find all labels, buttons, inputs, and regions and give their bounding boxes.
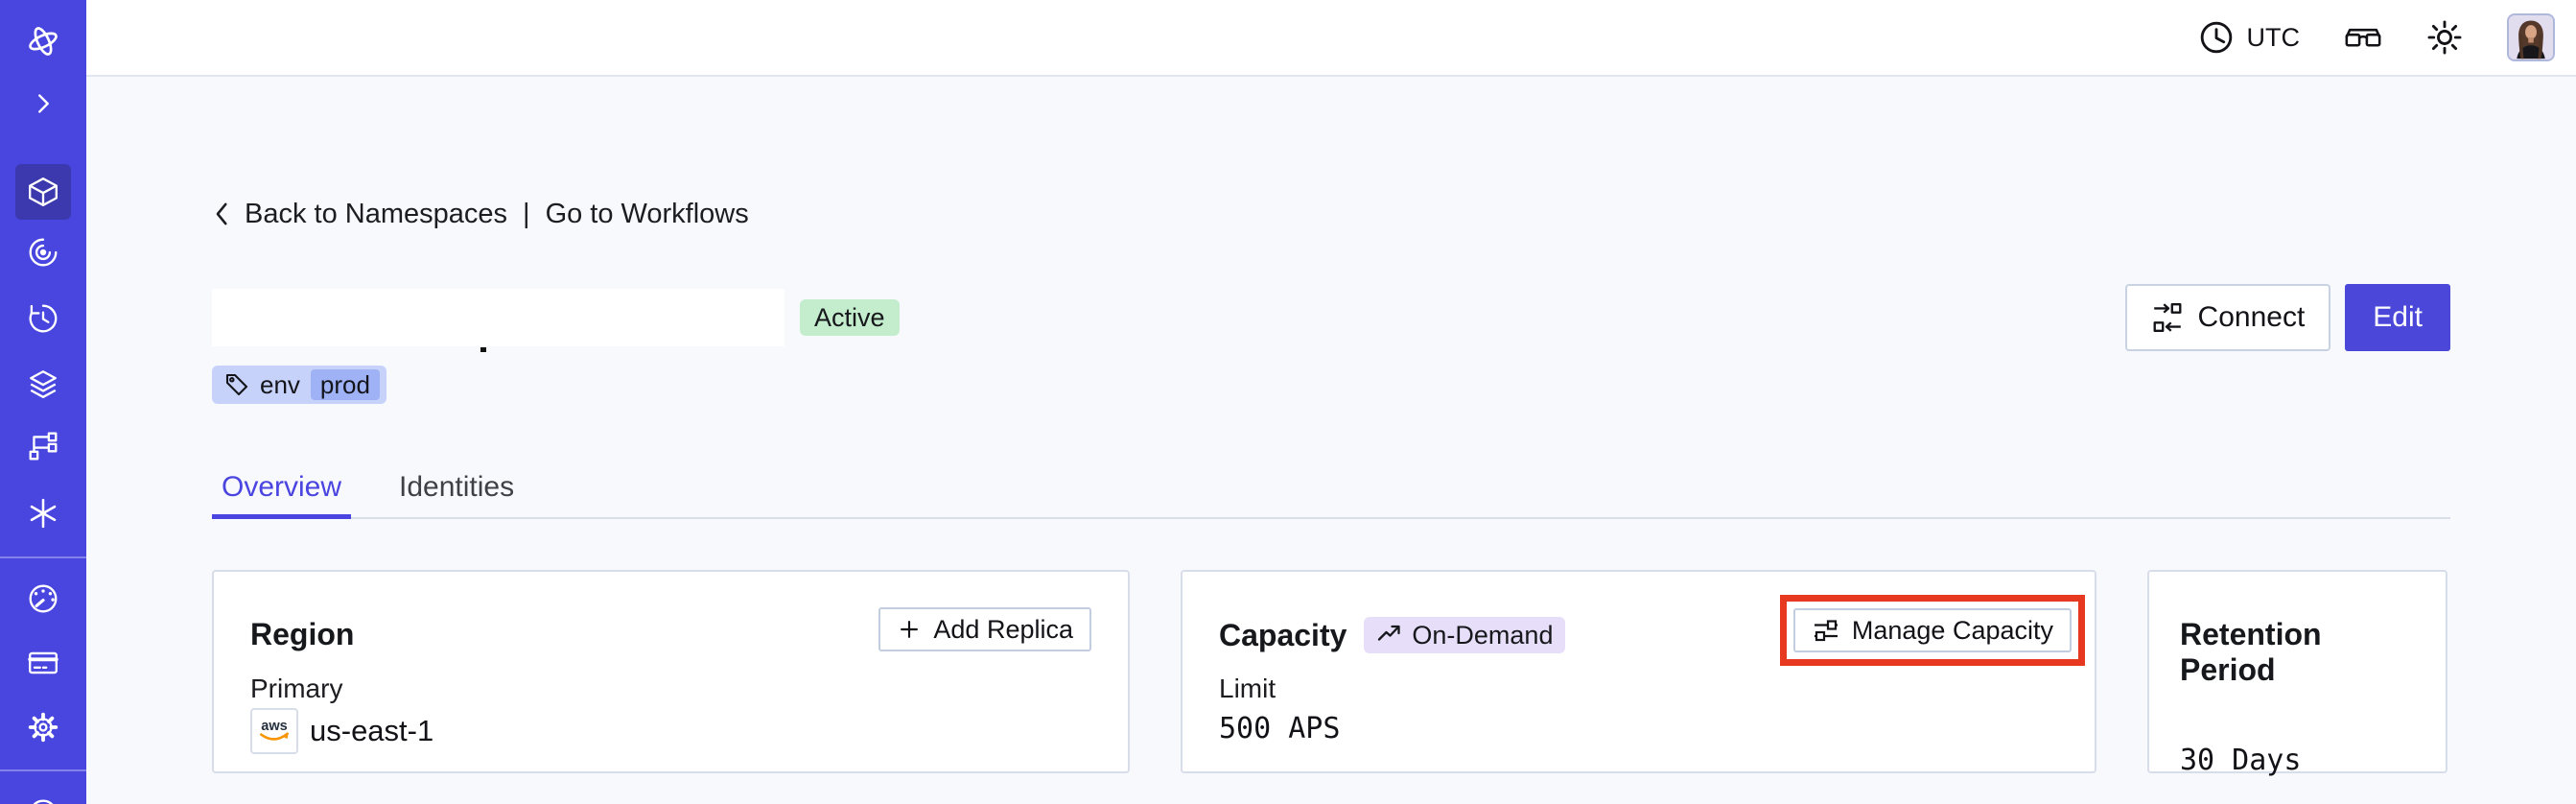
- capacity-card: Capacity On-Demand: [1181, 570, 2096, 773]
- capacity-value: 500 APS: [1219, 712, 1341, 745]
- sidebar-item-versioning[interactable]: [0, 419, 86, 473]
- avatar-photo: [2509, 15, 2553, 59]
- plus-icon: [901, 621, 919, 638]
- breadcrumb: Back to Namespaces | Go to Workflows: [212, 197, 2450, 231]
- main-content: Back to Namespaces | Go to Workflows Act…: [86, 79, 2576, 804]
- sidebar-divider: [0, 769, 86, 771]
- manage-capacity-label: Manage Capacity: [1851, 615, 2053, 645]
- gauge-usage-icon: [29, 584, 58, 613]
- asterisk-nexus-icon: [30, 498, 57, 529]
- status-badge: Active: [800, 299, 900, 336]
- temporal-logo-icon: [29, 27, 58, 56]
- timezone-label: UTC: [2246, 22, 2301, 52]
- trend-up-icon: [1378, 625, 1401, 641]
- theme-toggle-button[interactable]: [2426, 19, 2463, 56]
- namespace-header: Active Connect Edit: [212, 284, 2450, 352]
- tab-identities[interactable]: Identities: [399, 471, 515, 503]
- sidebar-item-usage[interactable]: [0, 572, 86, 626]
- env-tag: env prod: [212, 366, 386, 404]
- connect-flow-icon: [2153, 303, 2181, 332]
- sidebar-nav: [0, 0, 86, 804]
- sun-icon: [2427, 20, 2462, 55]
- manage-capacity-button[interactable]: Manage Capacity: [1792, 608, 2072, 652]
- add-replica-label: Add Replica: [933, 614, 1073, 644]
- branch-icon: [29, 432, 58, 461]
- billing-card-icon: [28, 651, 59, 674]
- capacity-field-label: Limit: [1219, 674, 1276, 703]
- ondemand-badge: On-Demand: [1364, 617, 1566, 653]
- tag-key: env: [260, 369, 300, 399]
- back-chevron-icon: [216, 202, 227, 225]
- region-card-title: Region: [250, 617, 355, 651]
- topbar: UTC: [86, 0, 2576, 77]
- connect-button[interactable]: Connect: [2124, 284, 2331, 351]
- sidebar-item-bottom[interactable]: [0, 787, 86, 804]
- breadcrumb-back-link[interactable]: Back to Namespaces: [245, 199, 508, 229]
- region-card: Region Add Replica Primary aws: [212, 570, 1130, 773]
- sidebar-item-nexus[interactable]: [0, 486, 86, 540]
- sidebar-divider: [0, 556, 86, 558]
- svg-text:aws: aws: [261, 719, 287, 734]
- layers-icon: [30, 370, 57, 398]
- breadcrumb-separator: |: [523, 199, 530, 229]
- clock-history-icon: [29, 304, 58, 333]
- user-avatar[interactable]: [2507, 13, 2555, 61]
- namespace-title-redacted: [212, 289, 785, 346]
- partial-circle-icon: [33, 799, 54, 804]
- edit-button[interactable]: Edit: [2345, 284, 2450, 351]
- region-field-label: Primary: [250, 674, 343, 703]
- aws-provider-badge: aws: [250, 708, 298, 754]
- aws-logo-icon: aws: [260, 719, 289, 741]
- timezone-button[interactable]: UTC: [2198, 19, 2301, 56]
- redaction-artifact-dot: [480, 347, 486, 352]
- ondemand-badge-label: On-Demand: [1412, 620, 1554, 650]
- sidebar-expand-button[interactable]: [0, 77, 86, 130]
- sidebar-item-schedules[interactable]: [0, 292, 86, 345]
- annotation-highlight-box: Manage Capacity: [1779, 595, 2085, 666]
- retention-value: 30 Days: [2180, 744, 2302, 777]
- tag-row: env prod: [212, 366, 2450, 404]
- tag-icon: [225, 373, 248, 396]
- data-converter-button[interactable]: [2344, 23, 2382, 53]
- glasses-icon: [2345, 28, 2381, 47]
- summary-cards: Region Add Replica Primary aws: [212, 570, 2450, 777]
- cube-namespaces-icon: [29, 177, 58, 206]
- connect-button-label: Connect: [2197, 301, 2306, 333]
- retention-card-title: Retention Period: [2180, 617, 2322, 687]
- clock-icon: [2200, 21, 2232, 54]
- breadcrumb-workflows-link[interactable]: Go to Workflows: [545, 199, 749, 229]
- sidebar-item-settings[interactable]: [0, 700, 86, 754]
- gear-settings-icon: [28, 712, 59, 743]
- spiral-workflows-icon: [29, 238, 58, 267]
- capacity-card-title: Capacity: [1219, 617, 1347, 652]
- tag-value: prod: [310, 369, 380, 400]
- tab-overview[interactable]: Overview: [212, 470, 352, 519]
- tab-bar: Overview Identities: [212, 470, 2450, 519]
- retention-card: Retention Period 30 Days: [2147, 570, 2447, 777]
- sidebar-item-logo[interactable]: [0, 14, 86, 68]
- sliders-icon: [1814, 620, 1838, 642]
- sidebar-item-deployments[interactable]: [0, 357, 86, 411]
- sidebar-item-billing[interactable]: [0, 636, 86, 690]
- sidebar-item-namespaces[interactable]: [15, 164, 71, 220]
- region-value: us-east-1: [310, 714, 434, 747]
- sidebar-item-workflows[interactable]: [0, 225, 86, 279]
- chevron-right-icon: [38, 94, 49, 113]
- add-replica-button[interactable]: Add Replica: [878, 607, 1091, 651]
